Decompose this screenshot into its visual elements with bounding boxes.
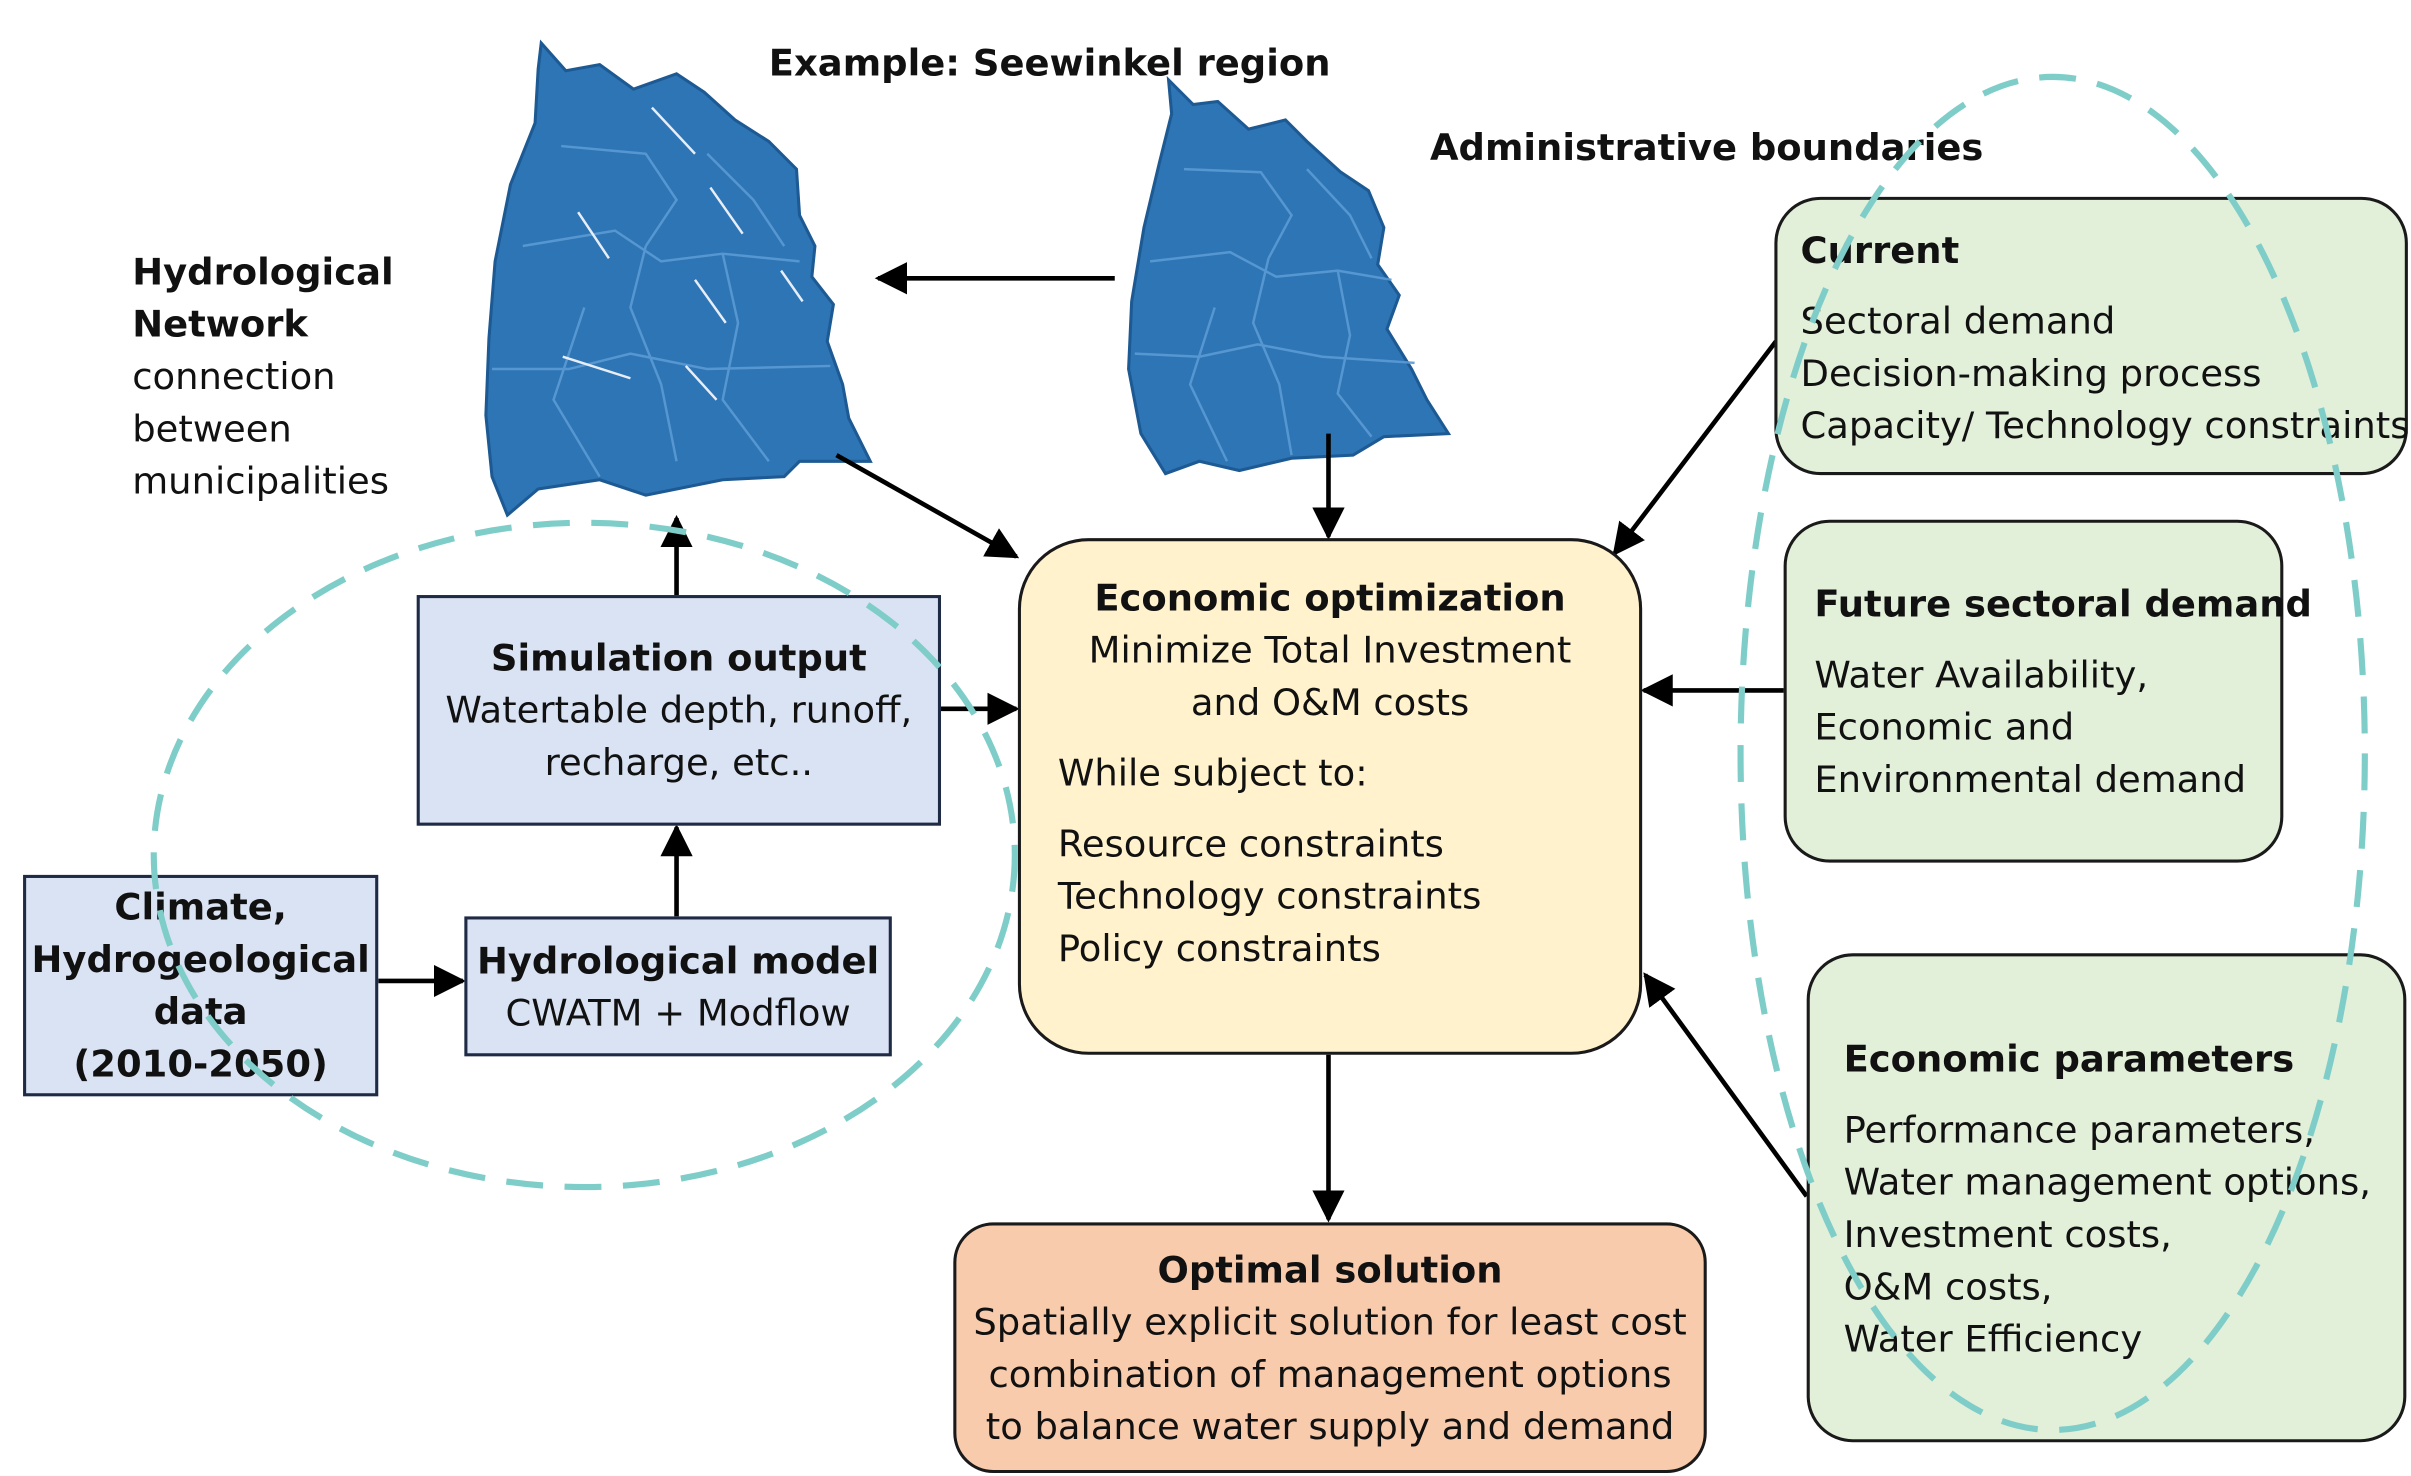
hydro-network-body-line-1: connection: [132, 355, 336, 399]
arrow-network-to-optimization: [835, 453, 1020, 559]
climate-data-line-2: Hydrogeological: [31, 937, 370, 981]
optimal-solution-line-1: Spatially explicit solution for least co…: [973, 1300, 1687, 1344]
future-sectoral-demand-box: Future sectoral demand Water Availabilit…: [1783, 519, 2312, 863]
simulation-output-title: Simulation output: [490, 636, 867, 680]
hydro-network-body-line-2: between: [132, 407, 292, 451]
future-demand-line-3: Environmental demand: [1814, 758, 2247, 802]
economic-optimization-title: Economic optimization: [1094, 576, 1566, 620]
future-demand-title: Future sectoral demand: [1814, 582, 2312, 626]
constraint-technology: Technology constraints: [1057, 874, 1482, 918]
hydro-network-title-line-1: Hydrological: [132, 250, 394, 294]
economic-parameters-line-3: Investment costs,: [1843, 1213, 2172, 1257]
optimal-solution-line-2: combination of management options: [988, 1352, 1672, 1396]
arrow-current-to-optimization: [1612, 339, 1778, 557]
optimal-solution-box: Optimal solution Spatially explicit solu…: [953, 1222, 1707, 1474]
economic-parameters-line-5: Water Efficiency: [1843, 1317, 2143, 1361]
future-demand-line-1: Water Availability,: [1814, 653, 2149, 697]
climate-data-line-1: Climate,: [114, 885, 287, 929]
simulation-output-box: Simulation output Watertable depth, runo…: [416, 595, 942, 826]
economic-parameters-line-1: Performance parameters,: [1843, 1108, 2315, 1152]
current-box: Current Sectoral demand Decision-making …: [1774, 196, 2410, 476]
arrow-parameters-to-optimization: [1643, 972, 1809, 1198]
economic-parameters-line-2: Water management options,: [1843, 1160, 2371, 1204]
economic-parameters-box: Economic parameters Performance paramete…: [1806, 953, 2407, 1443]
hydrological-network-map: [484, 39, 873, 518]
constraint-policy: Policy constraints: [1057, 927, 1381, 971]
hydrological-network-label: Hydrological Network connection between …: [132, 246, 393, 507]
current-line-2: Decision-making process: [1800, 352, 2262, 396]
hydrological-model-box: Hydrological model CWATM + Modflow: [464, 916, 892, 1057]
future-demand-line-2: Economic and: [1814, 705, 2075, 749]
hydrological-model-line: CWATM + Modflow: [505, 990, 851, 1035]
simulation-output-line-1: Watertable depth, runoff,: [445, 688, 913, 732]
subject-to-label: While subject to:: [1057, 751, 1368, 795]
hydro-network-title-line-2: Network: [132, 302, 308, 346]
example-region-title: Example: Seewinkel region: [768, 41, 1331, 85]
simulation-output-line-2: recharge, etc..: [544, 741, 814, 785]
economic-optimization-subtitle-2: and O&M costs: [1190, 681, 1470, 725]
optimal-solution-line-3: to balance water supply and demand: [985, 1404, 1675, 1448]
climate-data-box: Climate, Hydrogeological data (2010-2050…: [23, 874, 379, 1097]
climate-data-line-3: data: [153, 990, 248, 1034]
current-line-1: Sectoral demand: [1800, 299, 2116, 343]
optimal-solution-title: Optimal solution: [1157, 1247, 1503, 1291]
economic-optimization-subtitle-1: Minimize Total Investment: [1088, 628, 1572, 672]
economic-parameters-line-4: O&M costs,: [1843, 1265, 2053, 1309]
economic-optimization-box: Economic optimization Minimize Total Inv…: [1017, 538, 1643, 1055]
current-title: Current: [1800, 229, 1960, 273]
administrative-boundaries-map: [1127, 75, 1452, 476]
constraint-resource: Resource constraints: [1057, 822, 1444, 866]
current-line-3: Capacity/ Technology constraints: [1800, 404, 2410, 448]
hydrological-model-title: Hydrological model: [476, 938, 880, 982]
hydro-network-body-line-3: municipalities: [132, 459, 389, 503]
climate-data-line-4: (2010-2050): [73, 1042, 328, 1086]
administrative-boundaries-title: Administrative boundaries: [1429, 126, 1984, 170]
economic-parameters-title: Economic parameters: [1843, 1037, 2295, 1081]
